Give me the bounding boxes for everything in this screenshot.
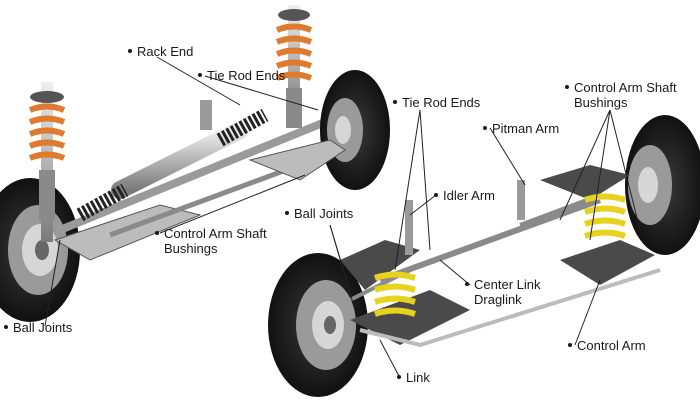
- pitman-arm: [517, 180, 525, 220]
- label-tie-rod-ends-left: Tie Rod Ends: [198, 68, 285, 83]
- leader-ball-joints-left: [44, 239, 61, 327]
- rear-lower-control-arm: [560, 240, 655, 285]
- idler-arm: [405, 200, 413, 255]
- leader-tie-rod-ends-right-2: [419, 109, 431, 251]
- rear-coil-spring: [584, 193, 626, 239]
- front-upper-control-arm: [340, 240, 420, 290]
- label-rack-end-text: Rack End: [137, 44, 194, 59]
- label-center-link-line2: Draglink: [474, 292, 522, 307]
- label-cas-right-line1: Control Arm Shaft: [574, 80, 677, 95]
- left-strut-assembly: [28, 82, 66, 242]
- leader-tie-rod-ends-right-1: [394, 109, 421, 271]
- label-idler-arm: Idler Arm: [434, 188, 495, 203]
- label-ball-joints-left: Ball Joints: [4, 320, 72, 335]
- sway-bar: [359, 268, 661, 348]
- label-tie-rod-ends-left-text: Tie Rod Ends: [207, 68, 286, 83]
- label-control-arm: Control Arm: [568, 338, 646, 353]
- leader-center-link: [439, 259, 471, 286]
- leader-link: [379, 339, 401, 379]
- leader-pitman-arm: [489, 127, 526, 186]
- left-assembly-right-control-arm: [248, 139, 346, 181]
- leader-control-arm-shaft-bushings-left: [159, 174, 306, 234]
- front-coil-spring: [374, 271, 416, 317]
- label-pitman-arm-text: Pitman Arm: [492, 121, 560, 136]
- right-assembly: [268, 115, 700, 397]
- rear-upper-control-arm: [540, 165, 630, 200]
- label-ball-joints-right-text: Ball Joints: [294, 206, 354, 221]
- leader-ball-joints-right-2: [329, 224, 356, 311]
- steering-rack: [58, 100, 332, 234]
- leader-control-arm: [574, 279, 601, 346]
- leader-bushings-right-1: [559, 109, 611, 221]
- right-strut-assembly: [275, 5, 313, 128]
- label-pitman-arm: Pitman Arm: [483, 121, 559, 136]
- label-cas-left-line1: Control Arm Shaft: [164, 226, 267, 241]
- leader-lines: [44, 56, 641, 379]
- label-ball-joints-right: Ball Joints: [285, 206, 353, 221]
- left-coil-spring: [28, 103, 66, 161]
- right-coil-spring: [275, 23, 313, 81]
- left-assembly-right-wheel: [320, 70, 390, 190]
- right-assembly-front-wheel: [268, 253, 368, 397]
- label-control-arm-text: Control Arm: [577, 338, 646, 353]
- label-tie-rod-ends-right-text: Tie Rod Ends: [402, 95, 481, 110]
- label-link: Link: [397, 370, 430, 385]
- front-tie-rod: [349, 263, 421, 302]
- label-center-link-line1: Center Link: [474, 277, 541, 292]
- label-ball-joints-left-text: Ball Joints: [13, 320, 73, 335]
- leader-bushings-right-2: [589, 109, 611, 241]
- leader-rack-end: [156, 56, 241, 106]
- label-cas-left-line2: Bushings: [164, 241, 218, 256]
- label-link-text: Link: [406, 370, 430, 385]
- leader-bushings-right-3: [609, 109, 641, 231]
- label-rack-end: Rack End: [128, 44, 193, 59]
- label-tie-rod-ends-right: Tie Rod Ends: [393, 95, 480, 110]
- right-assembly-rear-wheel: [625, 115, 700, 255]
- left-assembly: [0, 5, 390, 322]
- leader-idler-arm: [409, 194, 437, 216]
- label-cas-right-line2: Bushings: [574, 95, 628, 110]
- label-idler-arm-text: Idler Arm: [443, 188, 496, 203]
- front-lower-control-arm: [350, 290, 470, 345]
- leader-tie-rod-ends-left: [204, 75, 319, 111]
